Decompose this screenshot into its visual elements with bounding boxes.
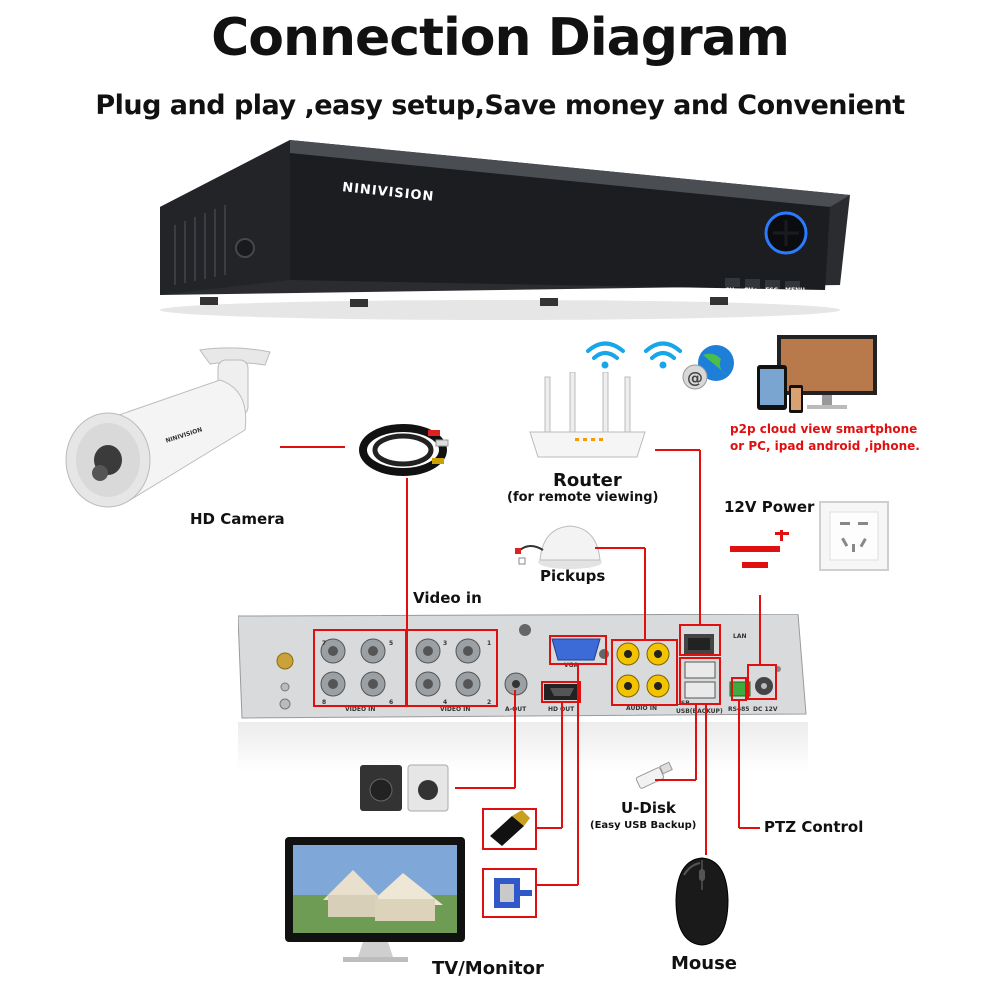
bnc-num-3: 3: [443, 640, 448, 647]
rs485-port-label: RS485: [728, 706, 750, 713]
bnc-num-1: 1: [487, 640, 492, 647]
a-out-port-label: A-OUT: [505, 706, 527, 713]
hd-out-port-label: HD OUT: [548, 706, 575, 713]
mouse-icon: [675, 857, 729, 946]
bnc-num-2: 2: [487, 699, 492, 706]
ptz-control-label: PTZ Control: [764, 818, 864, 836]
vga-port-label: VGA: [564, 662, 579, 669]
router-sublabel: (for remote viewing): [507, 490, 659, 505]
usb-backup-port-label: USB(BACKUP): [676, 708, 723, 715]
diagram-title: Connection Diagram: [211, 8, 790, 68]
power-symbol-icon: [730, 530, 789, 568]
tv-monitor-label: TV/Monitor: [432, 958, 544, 979]
mouse-label: Mouse: [671, 953, 738, 974]
bnc-num-7: 7: [322, 640, 327, 647]
tv-monitor-icon: [285, 837, 465, 962]
diagram-subtitle: Plug and play ,easy setup,Save money and…: [95, 90, 905, 121]
u-disk-sublabel: (Easy USB Backup): [590, 820, 697, 831]
pickups-label: Pickups: [540, 567, 606, 585]
cable-icon: [359, 424, 449, 476]
dvr-button-ch-plus: CH+: [743, 287, 759, 294]
dc-port-label: DC 12V: [753, 706, 778, 713]
video-in-port-label-right: VIDEO IN: [440, 706, 471, 713]
vga-cable-icon: [482, 868, 537, 918]
usb-port-label: USB: [676, 700, 690, 707]
bnc-num-6: 6: [389, 699, 394, 706]
camera-icon: [65, 347, 271, 508]
video-in-label: Video in: [413, 589, 482, 607]
speaker-icon: [360, 764, 449, 812]
hd-camera-label: HD Camera: [190, 510, 285, 528]
panel-reflection: [238, 722, 808, 772]
bnc-num-8: 8: [322, 699, 327, 706]
dvr-buttons: CH- CH+ ESC MENU: [725, 287, 805, 294]
u-disk-label: U-Disk: [621, 799, 676, 817]
dvr-front: [160, 140, 850, 320]
audio-in-port-label: AUDIO IN: [626, 705, 657, 712]
bnc-num-5: 5: [389, 640, 394, 647]
dvr-button-ch-minus: CH-: [725, 287, 737, 294]
power-label: 12V Power: [724, 498, 815, 516]
p2p-devices-icon: [757, 335, 877, 413]
wifi-icon: @: [586, 341, 734, 390]
pickup-microphone-icon: [515, 525, 602, 569]
wall-socket-icon: [819, 501, 889, 571]
bnc-num-4: 4: [443, 699, 448, 706]
svg-text:@: @: [687, 368, 703, 387]
dvr-button-menu: MENU: [785, 287, 805, 294]
p2p-label: p2p cloud view smartphone or PC, ipad an…: [730, 421, 920, 455]
u-disk-icon: [635, 761, 673, 789]
p2p-label-line1: p2p cloud view smartphone: [730, 422, 918, 436]
p2p-label-line2: or PC, ipad android ,iphone.: [730, 439, 920, 453]
dvr-button-esc: ESC: [765, 287, 779, 294]
video-in-port-label-left: VIDEO IN: [345, 706, 376, 713]
router-icon: [529, 372, 646, 458]
router-label: Router: [553, 470, 622, 491]
lan-port-label: LAN: [733, 633, 747, 640]
hdmi-cable-icon: [482, 808, 537, 850]
